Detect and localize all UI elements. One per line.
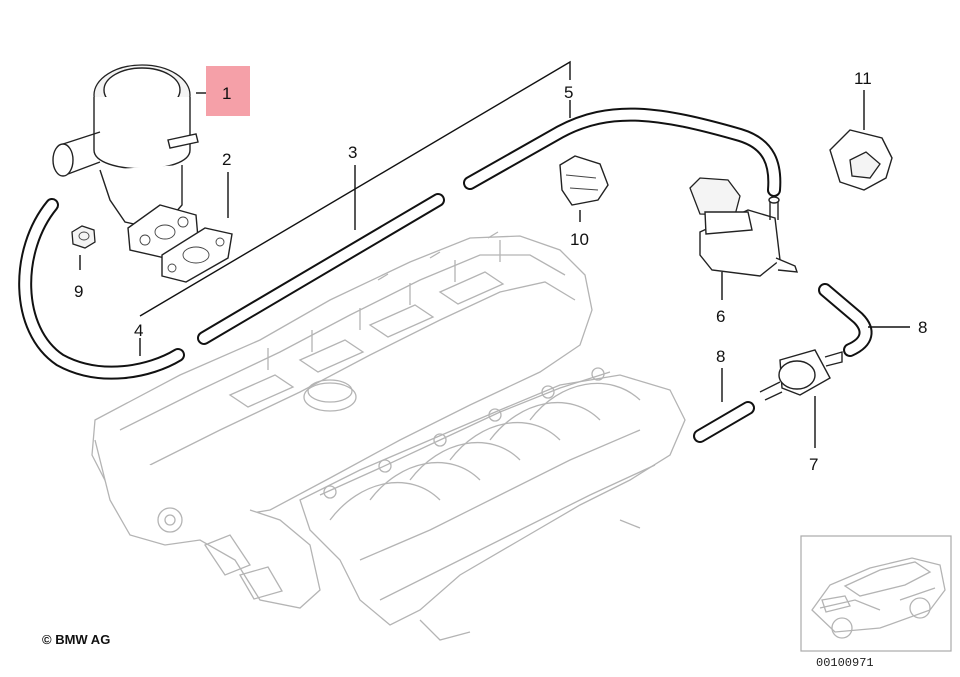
hose-8-upper-part xyxy=(818,283,873,357)
leader-lines xyxy=(79,60,910,448)
callout-8-upper[interactable]: 8 xyxy=(918,318,927,337)
car-thumbnail xyxy=(800,535,952,652)
hose-8-lower-part xyxy=(693,401,755,443)
secondary-air-valve-part xyxy=(52,64,199,259)
callout-7[interactable]: 7 xyxy=(809,455,818,474)
engine-block-illustration xyxy=(91,231,686,641)
callout-4[interactable]: 4 xyxy=(134,321,143,340)
clip-part xyxy=(559,155,609,206)
callout-3[interactable]: 3 xyxy=(348,143,357,162)
callout-2[interactable]: 2 xyxy=(222,150,231,169)
bracket-part xyxy=(829,129,893,191)
callout-5[interactable]: 5 xyxy=(564,83,573,102)
hose-3-part xyxy=(197,193,445,345)
solenoid-valve-part xyxy=(689,177,799,277)
callout-11[interactable]: 11 xyxy=(854,69,872,88)
copyright-label: © BMW AG xyxy=(42,632,110,647)
gasket-part xyxy=(161,227,233,283)
reference-code: 00100971 xyxy=(816,656,874,670)
hose-5-part xyxy=(463,107,782,197)
filter-part xyxy=(759,349,843,401)
callout-10[interactable]: 10 xyxy=(570,230,589,249)
callout-1-highlight xyxy=(206,66,250,116)
callout-8-lower[interactable]: 8 xyxy=(716,347,725,366)
callout-9[interactable]: 9 xyxy=(74,282,83,301)
callout-1[interactable]: 1 xyxy=(222,84,231,103)
nut-part xyxy=(71,225,96,249)
callout-6[interactable]: 6 xyxy=(716,307,725,326)
hose-4-part xyxy=(18,198,185,380)
